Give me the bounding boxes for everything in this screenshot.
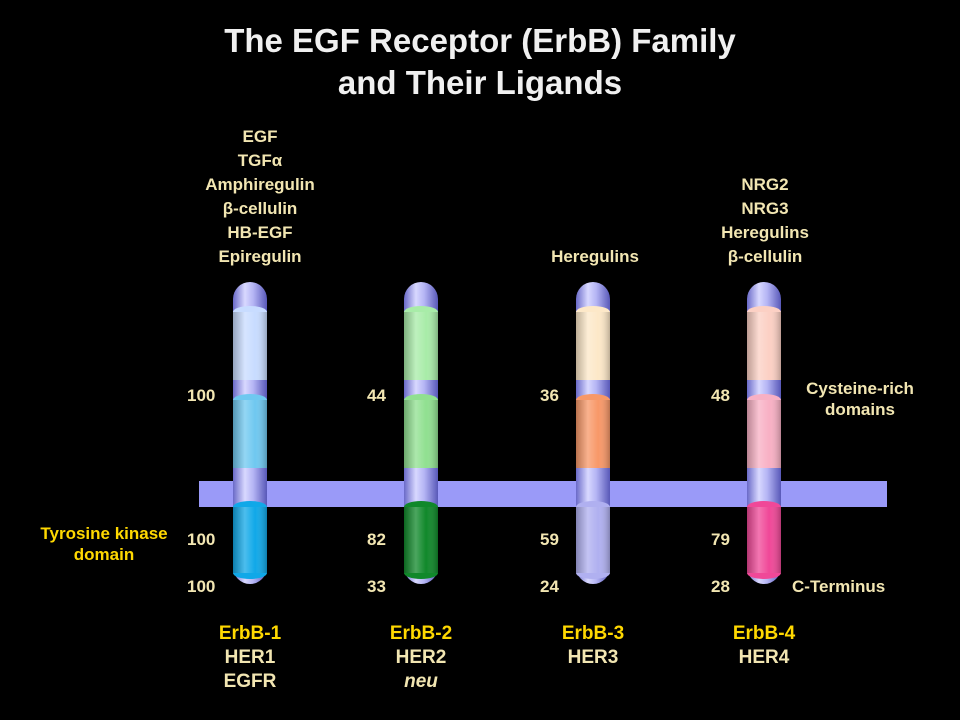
- domain-shade: [404, 400, 438, 468]
- kinase-identity-percent: 82: [367, 530, 386, 549]
- kinase-identity-percent: 59: [540, 530, 559, 549]
- erbb-name: ErbB-4: [732, 623, 796, 644]
- tyrosine-kinase-label-line1: Tyrosine kinase: [40, 524, 168, 543]
- cysteine-rich-label-line1: Cysteine-rich: [806, 379, 914, 398]
- ligand: Epiregulin: [218, 247, 302, 266]
- ligands-erbb1: EGF TGFα Amphiregulin β-cellulin HB-EGF …: [170, 125, 350, 269]
- ligand: β-cellulin: [727, 247, 803, 266]
- erbb-name: ErbB-1: [218, 623, 282, 644]
- cysteine-identity-percent: 36: [540, 386, 559, 405]
- her-name: HER3: [567, 647, 619, 668]
- c-terminus-label: C-Terminus: [792, 576, 912, 597]
- domain-shade: [404, 312, 438, 380]
- title-line-2: and Their Ligands: [337, 64, 623, 101]
- her-name: HER2: [395, 647, 447, 668]
- ligand: Amphiregulin: [205, 175, 315, 194]
- erbb-name: ErbB-2: [389, 623, 453, 644]
- domain-shade: [233, 507, 267, 573]
- ligand: NRG3: [741, 199, 789, 218]
- cysteine-rich-label-line2: domains: [825, 400, 895, 419]
- ligands-erbb3: Heregulins: [520, 245, 670, 269]
- domain-shade: [233, 312, 267, 380]
- her-name: HER4: [738, 647, 790, 668]
- c-terminus-identity-percent: 100: [187, 577, 216, 596]
- domain-shade: [576, 400, 610, 468]
- cysteine-rich-label: Cysteine-rich domains: [790, 378, 930, 420]
- cysteine-identity-percent: 48: [711, 386, 730, 405]
- alias-name: EGFR: [223, 671, 277, 692]
- ligand: β-cellulin: [222, 199, 298, 218]
- c-terminus-label-text: C-Terminus: [792, 577, 886, 596]
- ligand: Heregulins: [721, 223, 809, 242]
- c-terminus-identity-percent: 28: [711, 577, 730, 596]
- alias-name: neu: [404, 671, 438, 692]
- cysteine-identity-percent: 100: [187, 386, 216, 405]
- domain-shade: [404, 507, 438, 573]
- title-line-1: The EGF Receptor (ErbB) Family: [224, 22, 736, 59]
- kinase-identity-percent: 100: [187, 530, 216, 549]
- cysteine-identity-percent: 44: [367, 386, 386, 405]
- tyrosine-kinase-label-line2: domain: [73, 545, 135, 564]
- ligand: Heregulins: [551, 247, 639, 266]
- kinase-identity-percent: 79: [711, 530, 730, 549]
- ligand: NRG2: [741, 175, 789, 194]
- ligand: TGFα: [237, 151, 283, 170]
- domain-shade: [576, 507, 610, 573]
- domain-shade: [233, 400, 267, 468]
- c-terminus-identity-percent: 33: [367, 577, 386, 596]
- domain-shade: [747, 312, 781, 380]
- domain-shade: [747, 400, 781, 468]
- erbb-name: ErbB-3: [561, 623, 625, 644]
- domain-shade: [747, 507, 781, 573]
- tyrosine-kinase-label: Tyrosine kinase domain: [24, 523, 184, 565]
- domain-shade: [576, 312, 610, 380]
- ligand: EGF: [242, 127, 278, 146]
- ligand: HB-EGF: [227, 223, 293, 242]
- c-terminus-identity-percent: 24: [540, 577, 559, 596]
- ligands-erbb4: NRG2 NRG3 Heregulins β-cellulin: [690, 173, 840, 269]
- her-name: HER1: [224, 647, 276, 668]
- diagram-title: The EGF Receptor (ErbB) Family and Their…: [0, 20, 960, 104]
